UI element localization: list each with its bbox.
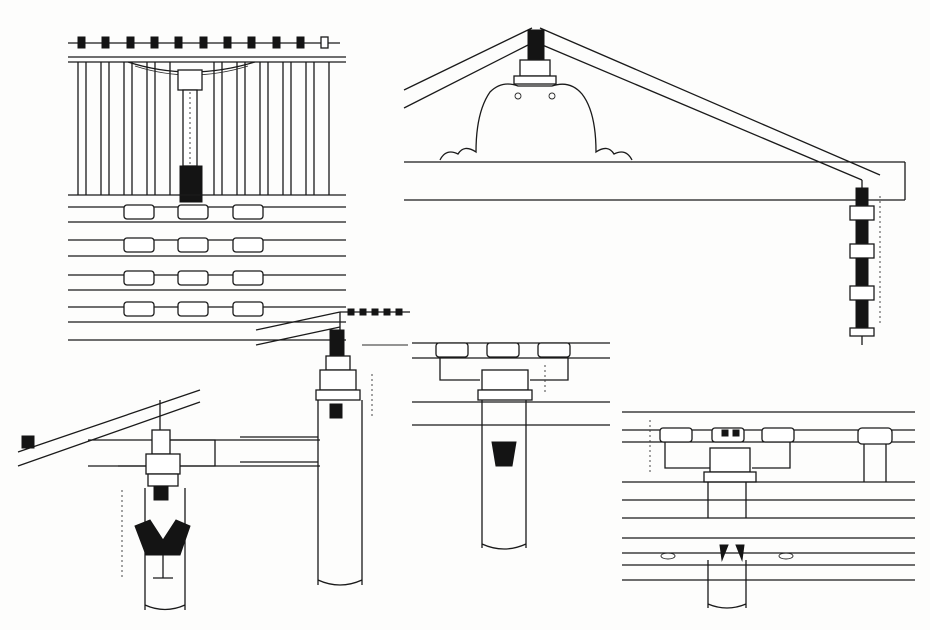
roof-tiles [347,308,403,316]
panel-pediment-with-acroterion [403,27,906,345]
vertical-boards [77,62,330,195]
panel-column-capital-section [240,308,410,586]
panel-elevation-triglyph-frieze [68,36,346,341]
central-post [177,69,203,203]
bracket-blocks [123,204,264,317]
panel-roof-eave-section [17,389,320,611]
panel-capital-with-three-blocks [412,342,610,550]
hanging-pendant [849,180,881,345]
frieze-blocks [77,36,329,49]
panel-entablature-section-right [622,411,915,609]
